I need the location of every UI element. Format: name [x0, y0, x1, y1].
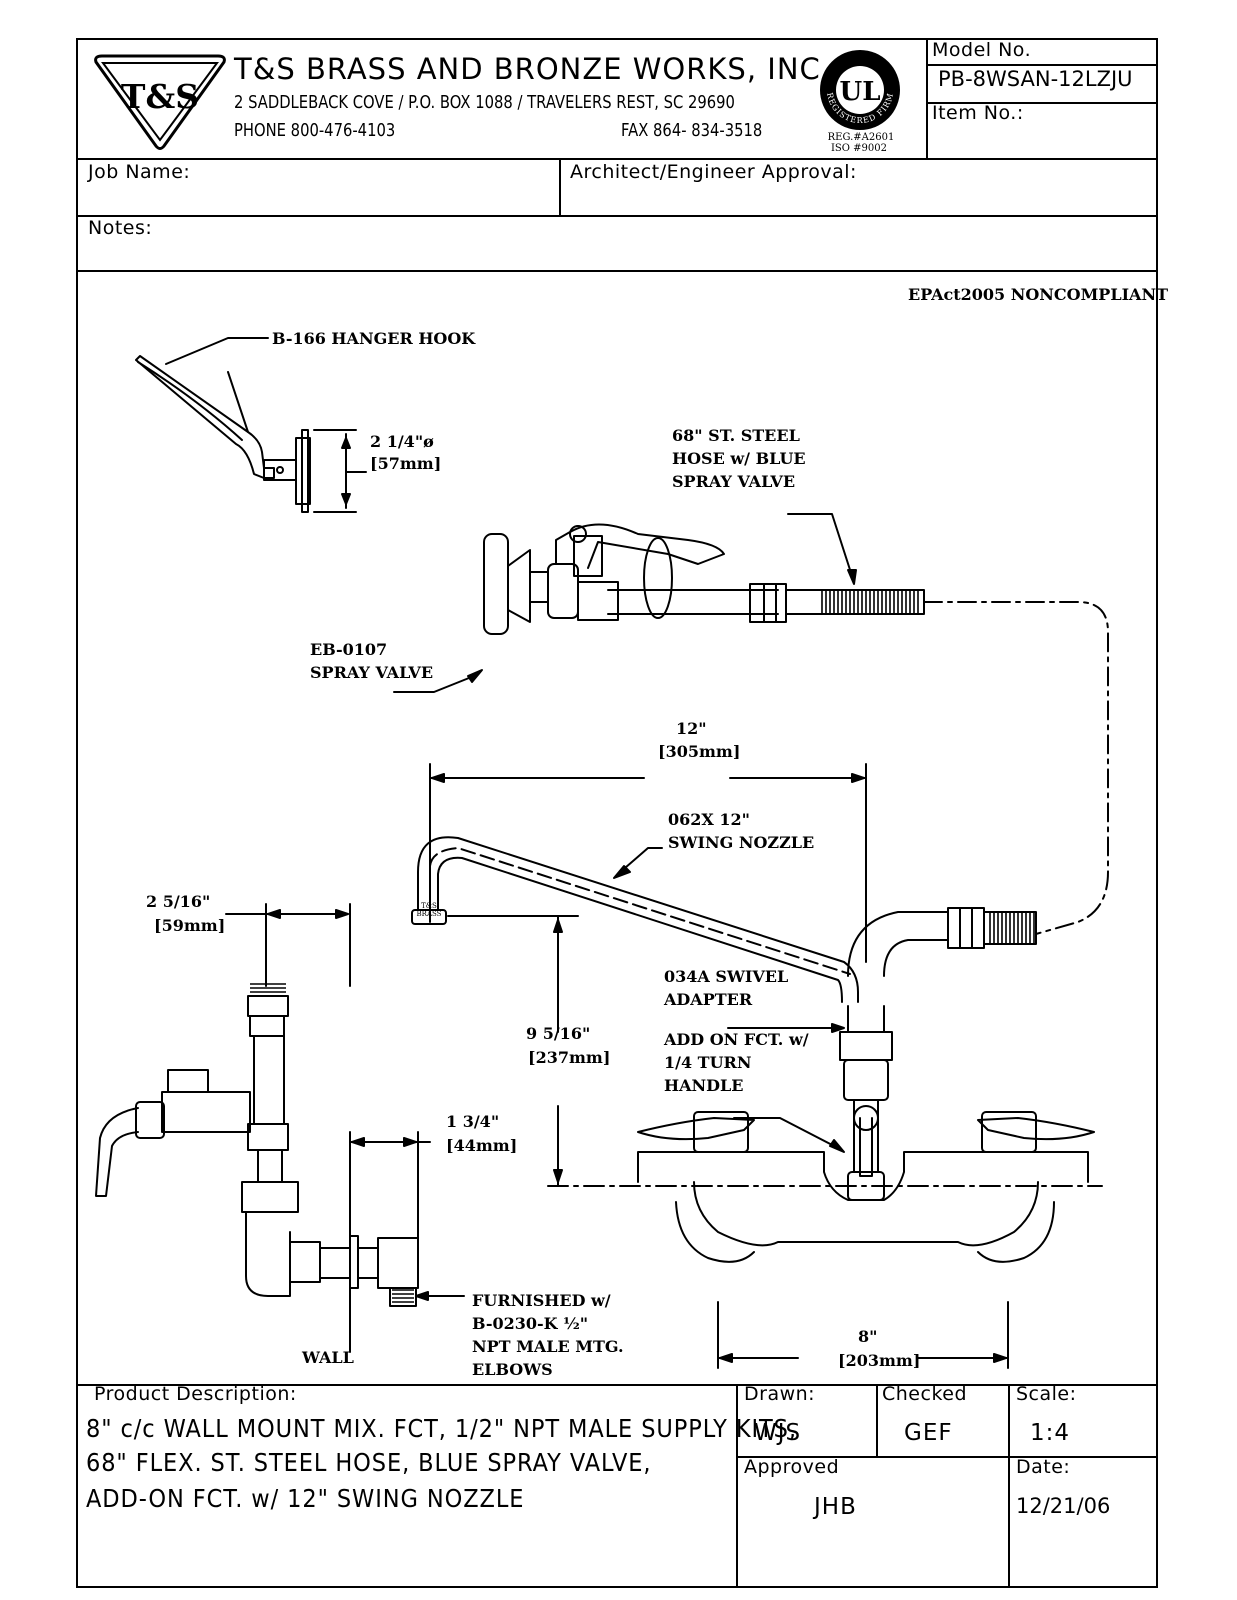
nozzle-note-1: 062X 12" — [668, 810, 750, 829]
spray-valve — [483, 523, 787, 635]
hanger-hook — [135, 355, 311, 513]
height-dim-in: 9 5/16" — [526, 1024, 591, 1043]
reg-number: REG.#A2601 — [828, 132, 895, 143]
hose-coil — [250, 590, 1035, 1303]
furnished-note-4: ELBOWS — [472, 1360, 553, 1379]
hose-route — [923, 601, 1109, 935]
scale-label: Scale: — [1016, 1383, 1077, 1405]
drawn-label: Drawn: — [744, 1383, 816, 1405]
hose-note-1: 68" ST. STEEL — [672, 426, 800, 445]
technical-drawing: T&S BRASS — [95, 337, 1109, 1369]
date-value: 12/21/06 — [1016, 1494, 1111, 1518]
swivel-note-1: 034A SWIVEL — [664, 967, 789, 986]
furnished-note-2: B-0230-K ½" — [472, 1314, 589, 1333]
model-label: Model No. — [932, 39, 1032, 61]
furnished-note-1: FURNISHED w/ — [472, 1291, 611, 1310]
elbow-dim-mm: [44mm] — [446, 1136, 518, 1155]
swing-nozzle — [411, 836, 859, 1003]
company-fax: FAX 864- 834-3518 — [621, 120, 763, 141]
company-name: T&S BRASS AND BRONZE WORKS, INC. — [234, 52, 831, 86]
hose-coil-upper — [785, 589, 925, 615]
wall-label: WALL — [302, 1348, 354, 1367]
product-description-line-2: 68" FLEX. ST. STEEL HOSE, BLUE SPRAY VAL… — [86, 1448, 652, 1477]
spec-sheet: T&S T&S BRASS AND BRONZE WORKS, INC. 2 S… — [76, 38, 1168, 1588]
hook-dim-mm: [57mm] — [370, 454, 442, 473]
side-dim-in: 2 5/16" — [146, 892, 211, 911]
item-label: Item No.: — [932, 102, 1024, 124]
hook-dim-in: 2 1/4"ø — [370, 432, 434, 451]
hose-note-2: HOSE w/ BLUE — [672, 449, 806, 468]
swivel-note-2: ADAPTER — [664, 990, 753, 1009]
hanger-hook-label: B-166 HANGER HOOK — [272, 329, 476, 348]
addon-note-3: HANDLE — [664, 1076, 744, 1095]
addon-faucet — [839, 907, 1037, 1201]
ts-logo: T&S — [94, 54, 226, 150]
nozzle-stamp-2: BRASS — [417, 910, 442, 918]
compliance-note: EPAct2005 NONCOMPLIANT — [908, 285, 1168, 304]
job-name-label: Job Name: — [88, 161, 191, 183]
faucet-body — [547, 1111, 1103, 1263]
model-value: PB-8WSAN-12LZJU — [938, 67, 1133, 91]
hose-note-3: SPRAY VALVE — [672, 472, 796, 491]
date-label: Date: — [1016, 1456, 1071, 1478]
notes-label: Notes: — [88, 217, 153, 239]
scale-value: 1:4 — [1030, 1420, 1071, 1446]
company-phone: PHONE 800-476-4103 — [234, 120, 396, 141]
nozzle-note-2: SWING NOZZLE — [668, 833, 815, 852]
valve-note-2: SPRAY VALVE — [310, 663, 434, 682]
center-dim-mm: [203mm] — [838, 1351, 921, 1370]
logo-text: T&S — [121, 77, 199, 116]
ul-mark: UL — [840, 77, 881, 107]
iso-number: ISO #9002 — [831, 143, 887, 152]
elbow-dim-in: 1 3/4" — [446, 1112, 500, 1131]
addon-note-1: ADD ON FCT. w/ — [664, 1030, 809, 1049]
product-description-line-3: ADD-ON FCT. w/ 12" SWING NOZZLE — [86, 1484, 525, 1513]
drawn-value: WJS — [754, 1420, 802, 1446]
product-description-line-1: 8" c/c WALL MOUNT MIX. FCT, 1/2" NPT MAL… — [86, 1414, 797, 1443]
nozzle-len-in: 12" — [676, 719, 707, 738]
product-description-label: Product Description: — [94, 1383, 297, 1405]
hook-leader — [165, 337, 269, 365]
center-dim-in: 8" — [858, 1327, 878, 1346]
ul-logo: UL REGISTERED FIRM REG.#A2601 ISO #9002 — [820, 50, 900, 152]
furnished-note-3: NPT MALE MTG. — [472, 1337, 624, 1356]
company-address: 2 SADDLEBACK COVE / P.O. BOX 1088 / TRAV… — [234, 92, 735, 113]
height-dim-mm: [237mm] — [528, 1048, 611, 1067]
approved-value: JHB — [814, 1494, 857, 1520]
side-dim-mm: [59mm] — [154, 916, 226, 935]
side-view — [95, 995, 419, 1307]
valve-note-1: EB-0107 — [310, 640, 388, 659]
addon-note-2: 1/4 TURN — [664, 1053, 752, 1072]
checked-label: Checked — [882, 1383, 968, 1405]
checked-value: GEF — [904, 1420, 953, 1446]
approval-label: Architect/Engineer Approval: — [570, 161, 857, 183]
nozzle-stamp-1: T&S — [421, 902, 437, 910]
approved-label: Approved — [744, 1456, 840, 1478]
nozzle-len-mm: [305mm] — [658, 742, 741, 761]
